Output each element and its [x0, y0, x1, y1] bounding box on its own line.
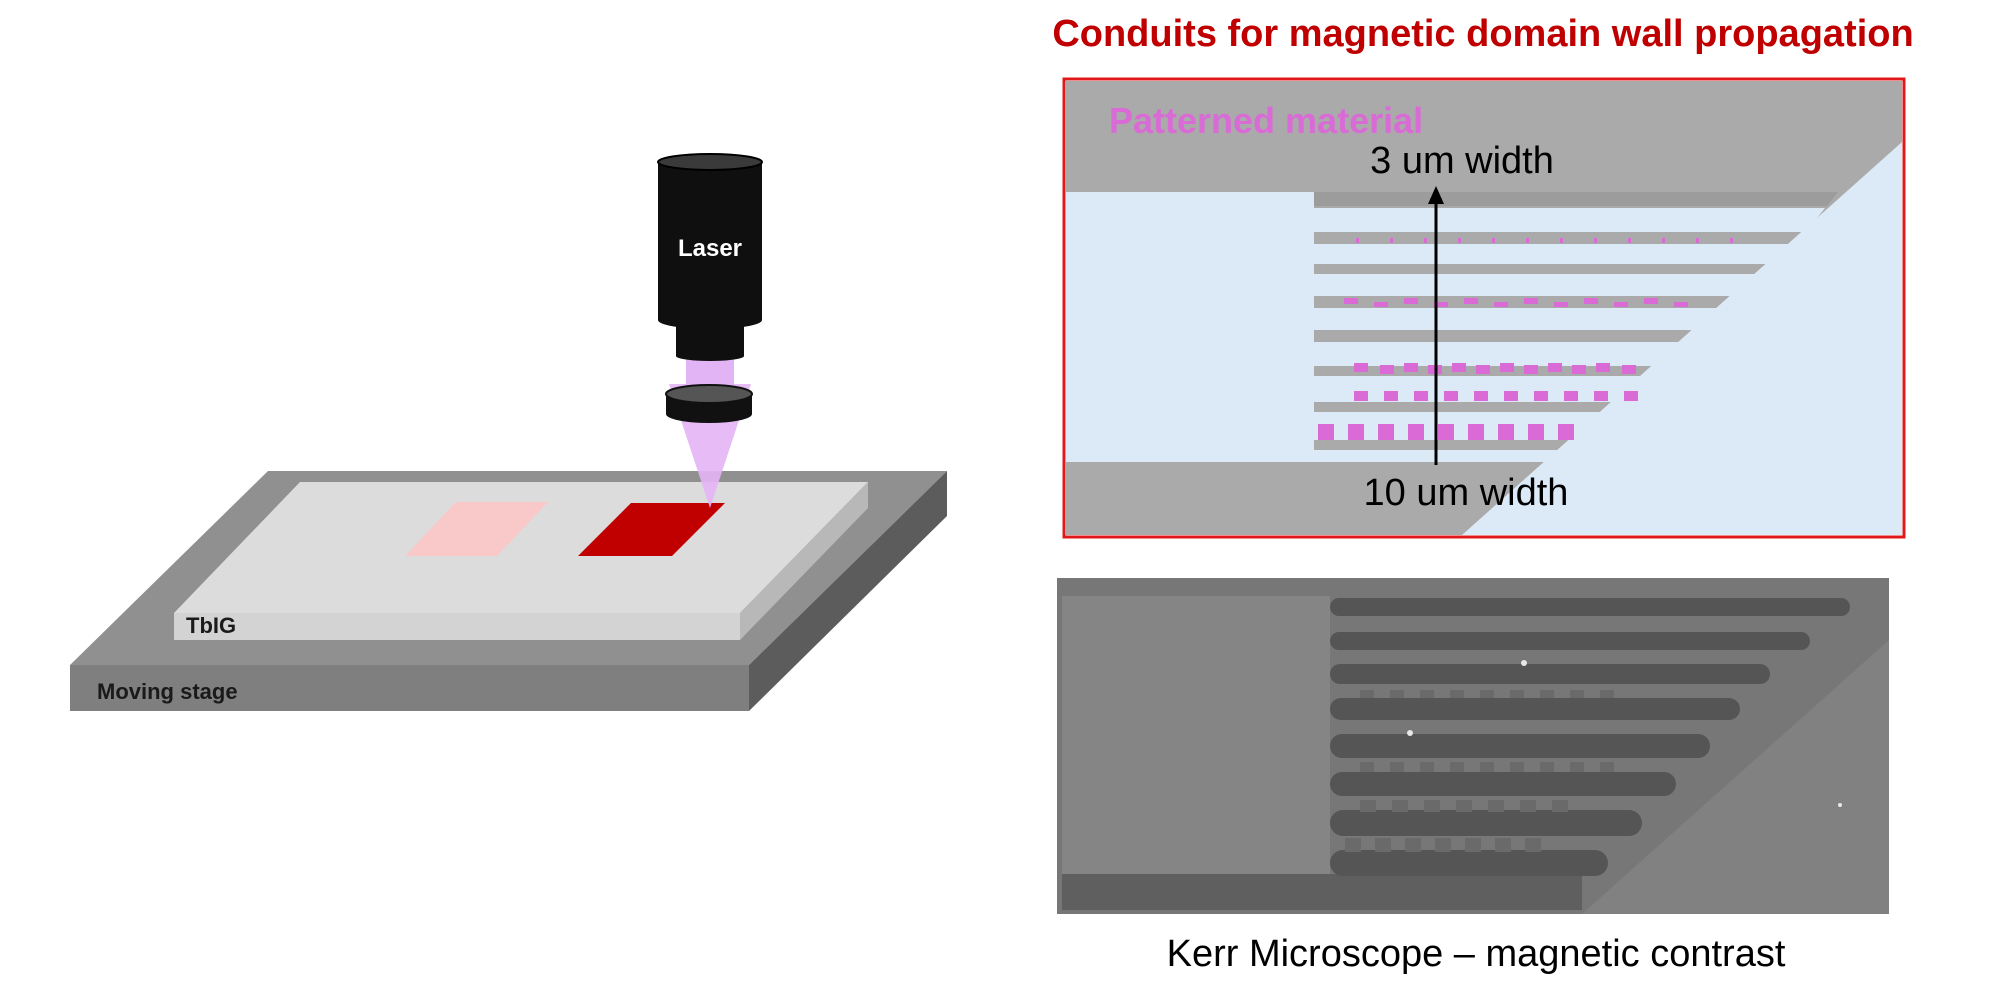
stage-side-face — [749, 471, 947, 711]
sample-front-face — [174, 613, 740, 640]
laser-label: Laser — [678, 235, 742, 262]
width-gradient-arrow — [1428, 186, 1444, 465]
patterned-material-inset: Patterned material 3 um width 10 um widt… — [1062, 77, 1906, 539]
dot-row — [1344, 298, 1688, 307]
kerr-conduit — [1330, 664, 1770, 684]
patterned-dots — [1318, 238, 1733, 440]
nucleation-pad — [1066, 192, 1314, 462]
kerr-conduit — [1330, 632, 1810, 650]
kerr-conduit — [1330, 850, 1608, 876]
dot-row — [1354, 391, 1638, 401]
dot-row-3um — [1356, 238, 1733, 243]
sample-side-face — [740, 482, 868, 640]
conduit-gap — [1314, 244, 1796, 264]
conduit-strip — [1314, 192, 1838, 206]
figure-title: Conduits for magnetic domain wall propag… — [1052, 13, 1913, 55]
kerr-pad — [1062, 596, 1330, 874]
stage-front-face — [70, 665, 749, 711]
kerr-dark-edge — [1062, 874, 1582, 910]
sample-label: TbIG — [186, 613, 236, 638]
previously-written-patch — [405, 502, 548, 556]
kerr-caption: Kerr Microscope – magnetic contrast — [1167, 933, 1786, 975]
conduit-gap — [1314, 208, 1825, 232]
inset-label: Patterned material — [1109, 100, 1423, 141]
kerr-microscope-image — [1057, 578, 1889, 914]
kerr-background-region — [1582, 640, 1889, 914]
kerr-conduit — [1330, 598, 1850, 616]
inset-frame — [1062, 77, 1906, 539]
top-width-label: 3 um width — [1370, 140, 1554, 182]
laser-head-icon — [657, 153, 763, 361]
kerr-dot-rows — [1345, 690, 1614, 852]
stage-label: Moving stage — [97, 679, 238, 704]
kerr-conduit — [1330, 734, 1710, 758]
conduit-gap — [1314, 308, 1742, 330]
conduit-gap — [1314, 342, 1714, 366]
conduit-gap — [1314, 450, 1615, 462]
kerr-conduit — [1330, 698, 1740, 720]
focusing-lens-icon — [665, 384, 753, 423]
kerr-conduit — [1330, 810, 1642, 836]
dot-row-10um — [1318, 424, 1574, 440]
laser-exposed-patch — [578, 503, 725, 556]
kerr-conduit — [1330, 772, 1676, 796]
conduit-gap — [1314, 376, 1682, 402]
kerr-conduits — [1330, 598, 1850, 876]
bottom-width-label: 10 um width — [1364, 472, 1569, 514]
laser-setup-diagram: Laser TbIG Moving stage — [70, 153, 947, 711]
kerr-bright-specks — [1407, 660, 1842, 807]
conduit-gap — [1314, 274, 1770, 296]
